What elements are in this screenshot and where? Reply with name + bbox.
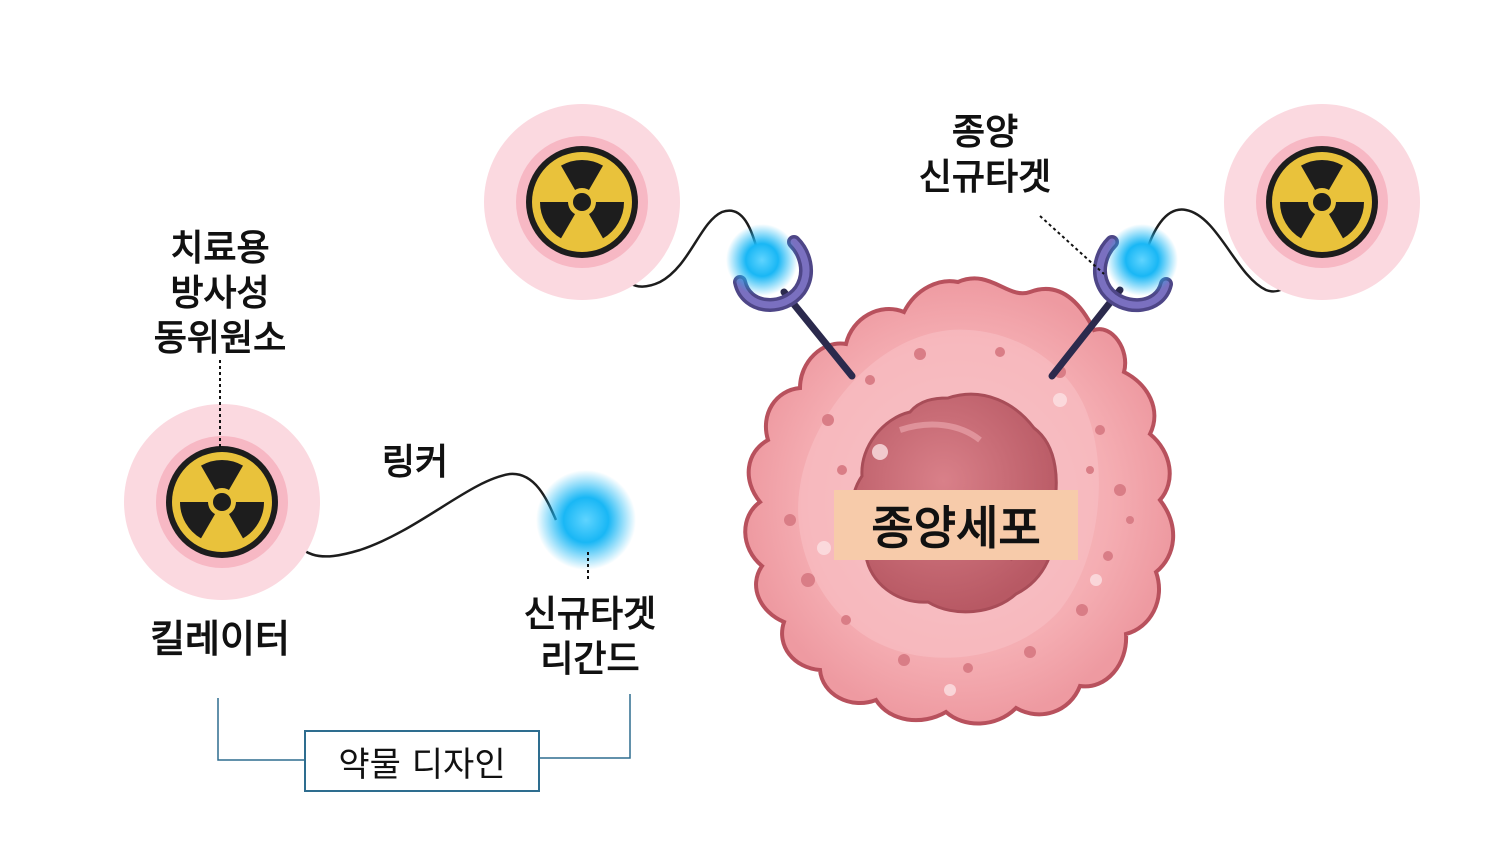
tumor-target-label: 종양 신규타겟 xyxy=(880,110,1090,200)
isotope-label-line-2: 방사성 xyxy=(170,273,270,314)
tumor-cell-label-box: 종양세포 xyxy=(834,490,1078,560)
radiation-icon-top-right xyxy=(1266,146,1378,258)
isotope-label: 치료용 방사성 동위원소 xyxy=(120,226,320,361)
linker-wire-main xyxy=(278,472,558,558)
radiation-icon-top-left xyxy=(526,146,638,258)
isotope-main xyxy=(124,404,320,600)
receptor-left xyxy=(733,235,856,380)
ligand-glow-icon-right xyxy=(1106,224,1178,296)
drug-design-bracket-left xyxy=(217,698,304,761)
ligand-glow-icon xyxy=(536,470,636,570)
ligand-glow-icon-left xyxy=(726,224,798,296)
isotope-label-line-1: 치료용 xyxy=(170,228,270,269)
isotope-top-right xyxy=(1224,104,1420,300)
tumor-target-label-line-1: 종양 xyxy=(951,112,1019,153)
tumor-target-label-line-2: 신규타겟 xyxy=(918,157,1052,198)
radiation-icon xyxy=(166,446,278,558)
ligand-label: 신규타겟 리간드 xyxy=(490,592,690,682)
ligand-label-line-1: 신규타겟 xyxy=(523,594,657,635)
chelator-label: 킬레이터 xyxy=(110,616,330,664)
receptor-right xyxy=(1048,235,1173,380)
tumor-target-leader-line xyxy=(1039,215,1105,275)
tumor-cell-label: 종양세포 xyxy=(871,501,1041,555)
drug-design-bracket-right xyxy=(540,694,631,759)
isotope-label-line-3: 동위원소 xyxy=(153,318,287,359)
drug-design-label: 약물 디자인 xyxy=(338,744,506,785)
drug-design-box: 약물 디자인 xyxy=(304,730,540,792)
chelator-label-text: 킬레이터 xyxy=(150,617,290,661)
isotope-top-left xyxy=(484,104,680,300)
linker-label-text: 링커 xyxy=(381,442,449,483)
ligand-label-line-2: 리간드 xyxy=(540,639,640,680)
linker-label: 링커 xyxy=(350,440,480,485)
